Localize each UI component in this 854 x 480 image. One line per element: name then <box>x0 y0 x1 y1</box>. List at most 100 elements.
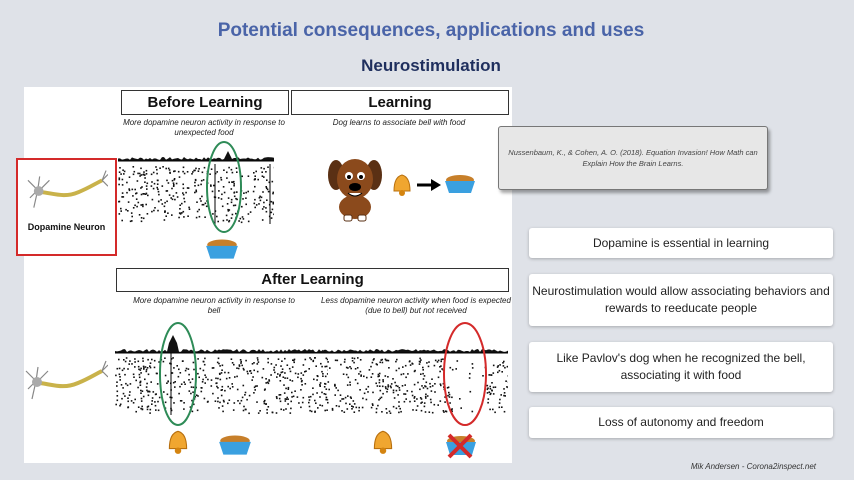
raster-tick <box>357 357 359 359</box>
raster-tick <box>232 181 234 183</box>
raster-tick <box>261 175 264 177</box>
raster-tick <box>147 194 149 197</box>
raster-tick <box>183 197 185 200</box>
raster-tick <box>158 193 160 196</box>
raster-tick <box>149 412 151 414</box>
raster-tick <box>270 363 273 365</box>
raster-tick <box>187 215 189 217</box>
raster-tick <box>212 392 214 395</box>
raster-tick <box>254 389 256 391</box>
raster-tick <box>153 209 155 212</box>
raster-tick <box>218 190 220 192</box>
raster-tick <box>172 185 175 187</box>
raster-tick <box>423 405 426 408</box>
raster-tick <box>451 408 453 410</box>
raster-tick <box>221 193 223 196</box>
raster-tick <box>433 364 436 367</box>
raster-tick <box>125 208 127 211</box>
raster-tick <box>263 167 265 170</box>
raster-tick <box>353 361 355 364</box>
raster-tick <box>284 398 287 400</box>
raster-tick <box>403 400 406 403</box>
raster-tick <box>412 409 414 411</box>
raster-tick <box>210 184 212 186</box>
raster-tick <box>178 368 180 371</box>
raster-tick <box>216 215 218 218</box>
raster-tick <box>171 187 173 190</box>
raster-tick <box>140 217 143 219</box>
raster-tick <box>351 357 354 359</box>
raster-tick <box>143 367 145 369</box>
raster-tick <box>265 207 267 209</box>
raster-tick <box>503 392 506 394</box>
raster-tick <box>249 211 252 213</box>
raster-tick <box>241 396 244 399</box>
raster-tick <box>128 363 130 365</box>
raster-tick <box>179 204 181 206</box>
raster-tick <box>486 384 489 387</box>
raster-tick <box>202 369 205 372</box>
raster-tick <box>300 389 302 391</box>
raster-tick <box>456 360 459 362</box>
raster-tick <box>123 359 125 361</box>
after-learning-caption-left: More dopamine neuron activity in respons… <box>133 296 295 315</box>
raster-tick <box>291 366 294 368</box>
raster-tick <box>305 370 307 372</box>
raster-tick <box>171 372 174 374</box>
raster-tick <box>173 178 176 180</box>
raster-tick <box>197 170 200 172</box>
raster-tick <box>280 365 282 367</box>
raster-tick <box>267 166 269 168</box>
citation-text: Nussenbaum, K., & Cohen, A. O. (2018). E… <box>508 148 758 168</box>
raster-tick <box>491 382 493 384</box>
raster-tick <box>260 196 263 199</box>
raster-tick <box>139 175 141 177</box>
raster-tick <box>118 373 121 376</box>
raster-tick <box>378 379 381 381</box>
raster-tick <box>254 206 256 209</box>
raster-tick <box>437 404 439 406</box>
raster-tick <box>440 384 442 387</box>
raster-tick <box>116 390 119 393</box>
raster-tick <box>378 375 380 377</box>
raster-tick <box>301 384 303 386</box>
raster-tick <box>416 398 418 400</box>
raster-tick <box>236 198 238 201</box>
raster-tick <box>217 400 219 403</box>
raster-tick <box>155 372 158 375</box>
raster-tick <box>429 386 432 388</box>
bullet-dopamine-learning: Dopamine is essential in learning <box>529 228 833 258</box>
raster-tick <box>331 407 334 410</box>
raster-tick <box>290 400 292 403</box>
raster-tick <box>145 185 148 187</box>
raster-tick <box>413 397 416 399</box>
raster-tick <box>273 366 276 369</box>
raster-tick <box>256 357 259 359</box>
raster-tick <box>448 396 451 398</box>
raster-tick <box>141 408 144 410</box>
raster-tick <box>142 203 144 206</box>
raster-tick <box>152 187 155 190</box>
raster-tick <box>155 409 157 411</box>
raster-tick <box>308 399 311 401</box>
raster-tick <box>176 365 178 367</box>
author-credit: Mik Andersen - Corona2inspect.net <box>690 462 816 471</box>
raster-tick <box>157 409 160 412</box>
raster-tick <box>204 357 206 360</box>
raster-tick <box>204 216 206 218</box>
raster-tick <box>276 397 278 400</box>
raster-tick <box>316 379 318 381</box>
raster-tick <box>308 405 311 408</box>
raster-tick <box>158 396 161 399</box>
raster-tick <box>139 369 142 371</box>
raster-tick <box>498 402 501 404</box>
raster-tick <box>370 406 373 409</box>
raster-tick <box>503 388 505 390</box>
food-bowl-icon <box>445 175 475 193</box>
raster-tick <box>263 176 265 178</box>
raster-tick <box>131 363 133 365</box>
raster-tick <box>379 389 382 392</box>
raster-tick <box>249 370 252 372</box>
raster-tick <box>501 371 503 373</box>
raster-tick <box>135 198 138 200</box>
